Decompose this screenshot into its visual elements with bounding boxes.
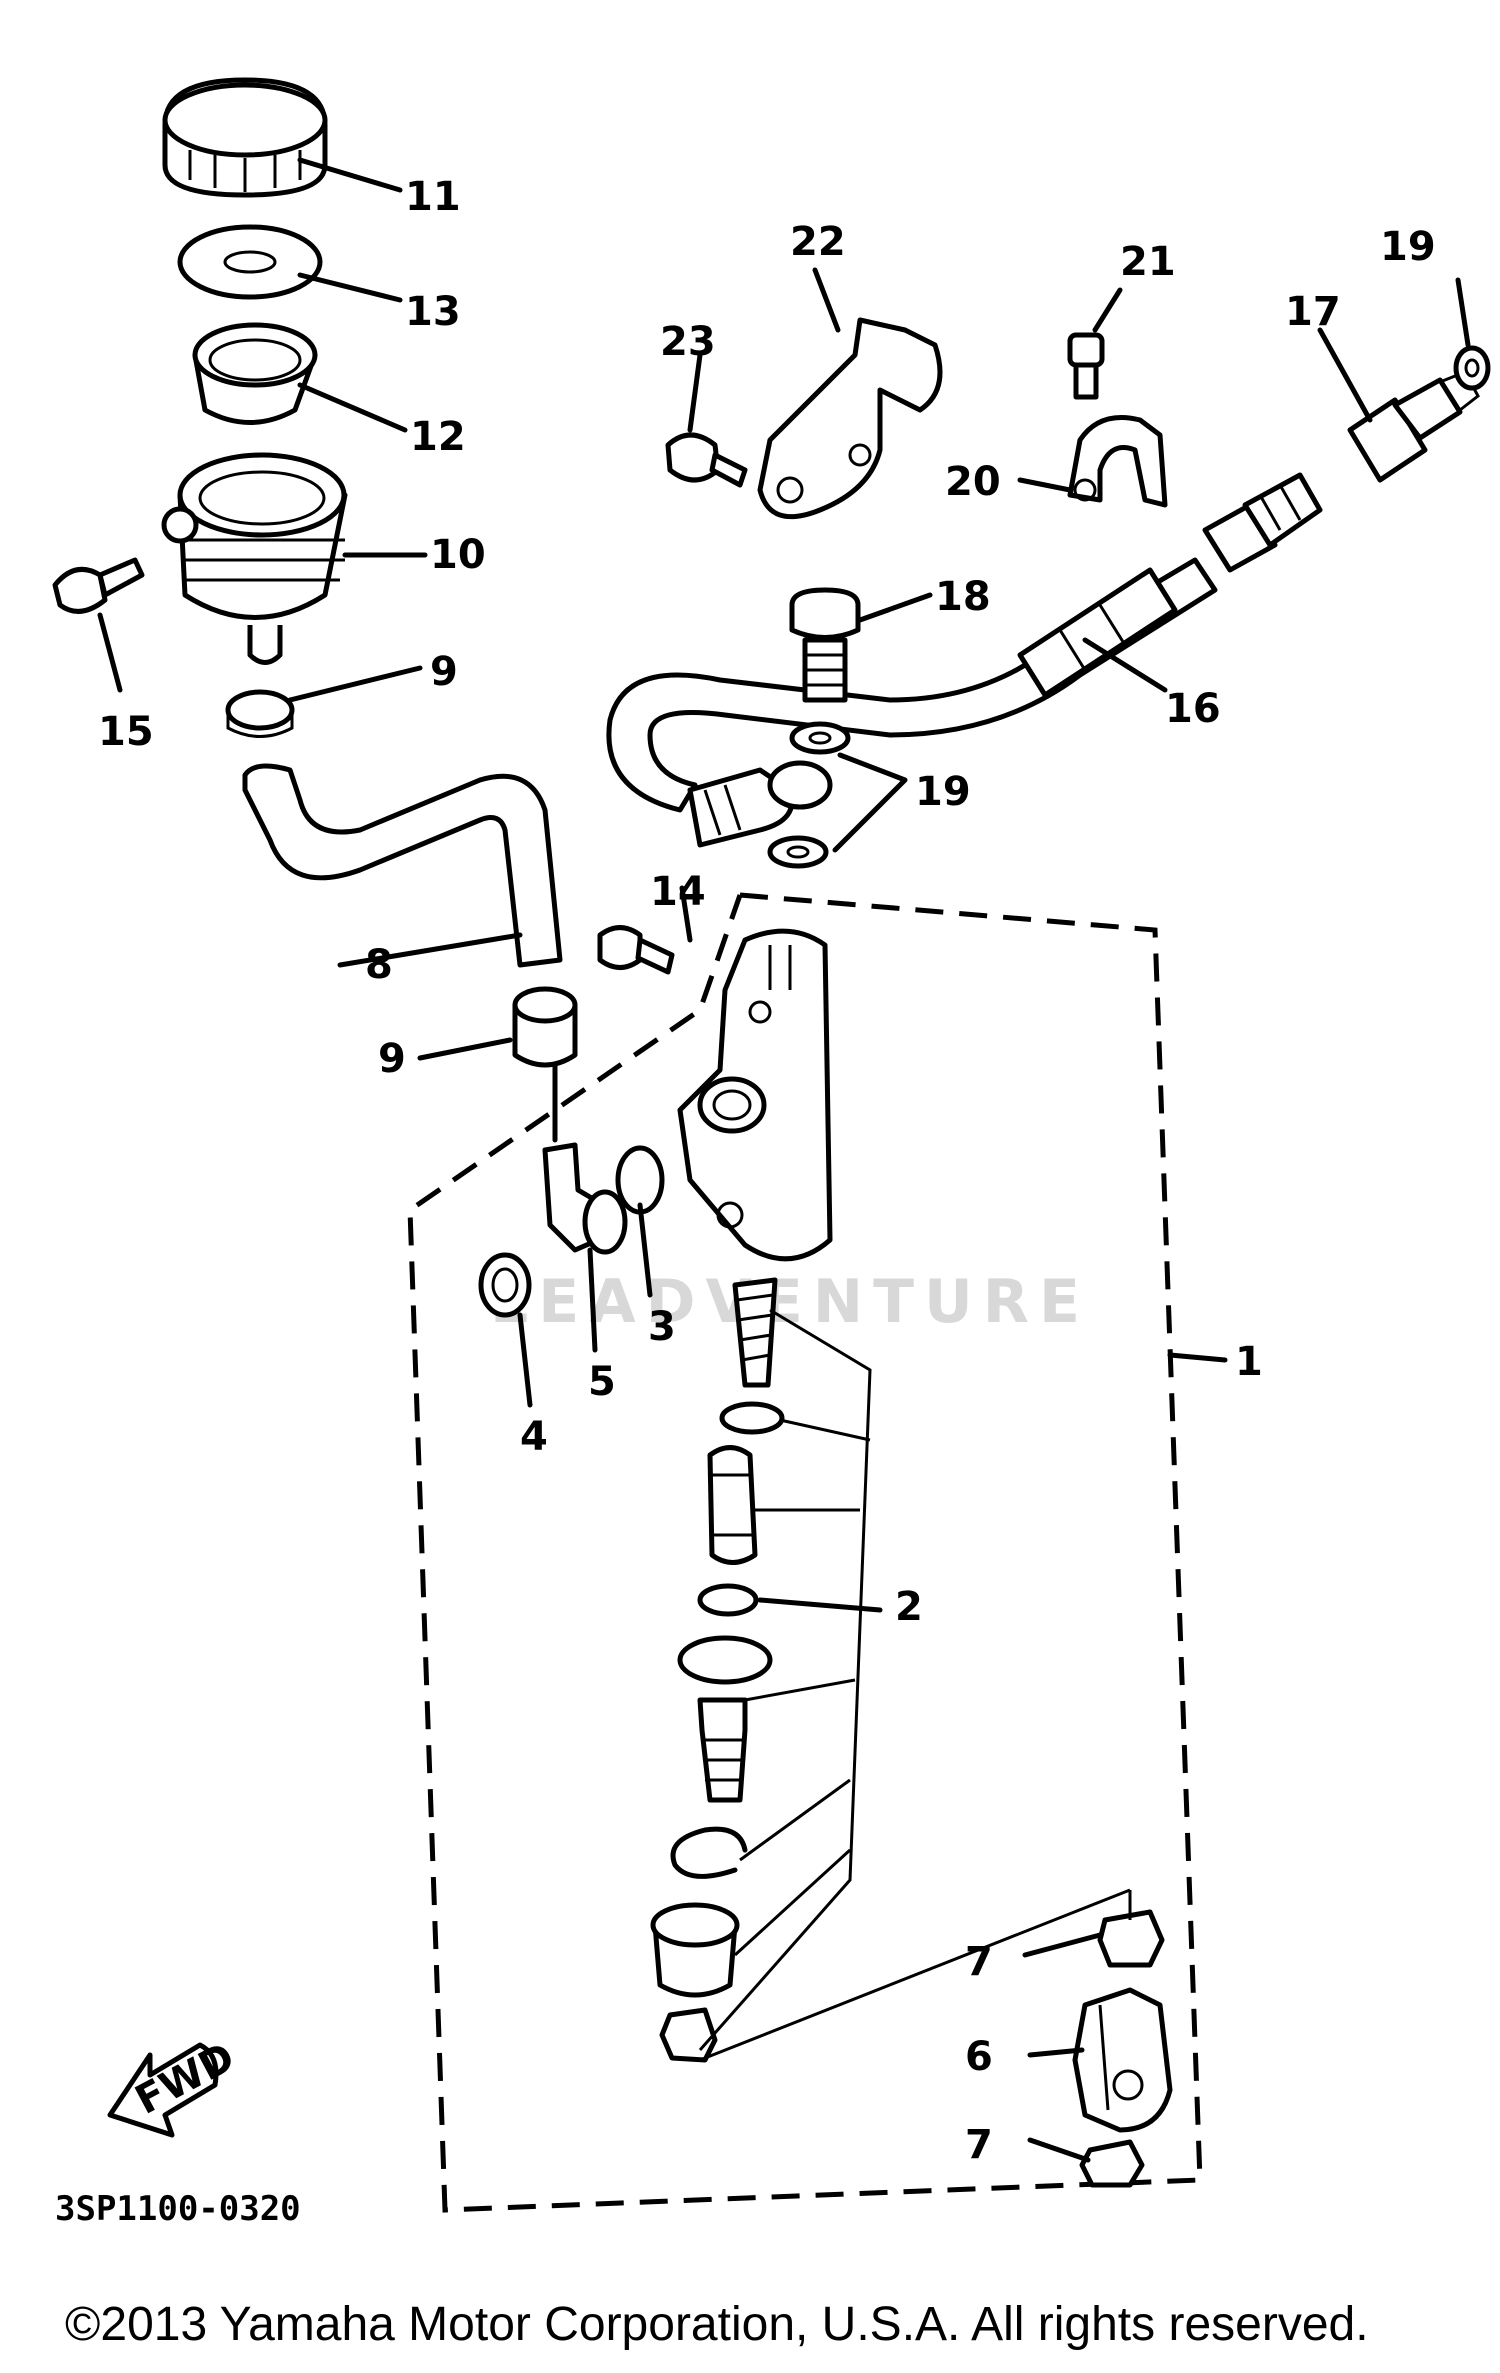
leader-lines xyxy=(97,157,1471,2163)
diaphragm-12 xyxy=(192,322,318,425)
callout-12: 12 xyxy=(410,414,466,460)
callout-19-mid: 19 xyxy=(915,769,971,815)
callout-7-upper: 7 xyxy=(965,1939,993,1985)
hose-joint-5 xyxy=(542,1142,628,1255)
callout-numbers: 11 13 12 10 15 9 8 9 14 23 22 21 20 17 1… xyxy=(98,174,1436,2168)
callout-21: 21 xyxy=(1120,239,1176,285)
copyright-notice: ©2013 Yamaha Motor Corporation, U.S.A. A… xyxy=(65,2298,1369,2351)
callout-18: 18 xyxy=(935,574,991,620)
callout-7-lower: 7 xyxy=(965,2122,993,2168)
hose-8 xyxy=(242,763,563,968)
cup-2 xyxy=(719,1401,785,1435)
nut-7-lower xyxy=(1079,2139,1145,2188)
banjo-bolt-18 xyxy=(789,587,861,703)
bolt-21 xyxy=(1067,332,1105,400)
fwd-label: FWD xyxy=(128,2034,242,2124)
callout-5: 5 xyxy=(588,1359,616,1405)
circlip-2 xyxy=(670,1826,748,1879)
hose-end-fitting xyxy=(1202,472,1323,573)
cup-2-lower xyxy=(697,1583,759,1617)
callout-23: 23 xyxy=(660,319,716,365)
assembly-outline xyxy=(407,892,1203,2213)
callout-20: 20 xyxy=(945,459,1001,505)
hose-sleeve-16 xyxy=(1017,567,1178,698)
spring-2 xyxy=(732,1277,778,1388)
callout-22: 22 xyxy=(790,219,846,265)
boot-2 xyxy=(650,1902,740,1998)
callout-13: 13 xyxy=(405,289,461,335)
reservoir-10 xyxy=(161,452,348,665)
hose-clip-9-upper xyxy=(225,689,295,738)
locknut-2 xyxy=(659,2007,718,2063)
callout-8: 8 xyxy=(365,942,393,988)
callout-10: 10 xyxy=(430,532,486,578)
callout-6: 6 xyxy=(965,2034,993,2080)
callout-1: 1 xyxy=(1235,1339,1263,1385)
o-ring-3 xyxy=(615,1145,665,1215)
washer-19-lower xyxy=(767,835,829,869)
bolt-15 xyxy=(52,557,145,614)
callout-11: 11 xyxy=(405,174,461,220)
callout-17: 17 xyxy=(1285,289,1341,335)
callout-15: 15 xyxy=(98,709,154,755)
callout-3: 3 xyxy=(648,1304,676,1350)
seal-4 xyxy=(478,1252,532,1318)
callout-9-lower: 9 xyxy=(378,1036,406,1082)
piston-2 xyxy=(707,1445,758,1565)
callout-14: 14 xyxy=(650,869,706,915)
callout-19-top: 19 xyxy=(1380,224,1436,270)
hose-clip-9-lower xyxy=(512,986,578,1068)
reservoir-cap-11 xyxy=(162,77,328,198)
callout-9-upper: 9 xyxy=(430,649,458,695)
hose-guide-20 xyxy=(1067,415,1168,508)
bolt-14 xyxy=(597,925,675,975)
master-cylinder-body xyxy=(677,928,833,1262)
washer-19-top xyxy=(1453,345,1491,391)
fwd-arrow-icon: FWD xyxy=(107,2034,242,2138)
callout-16: 16 xyxy=(1165,686,1221,732)
drawing-code: 3SP1100-0320 xyxy=(55,2189,301,2229)
callout-2: 2 xyxy=(895,1584,923,1630)
pushrod-2 xyxy=(677,1635,773,1803)
bolt-23 xyxy=(665,432,748,488)
watermark-text: LEADVENTURE xyxy=(490,1267,1090,1337)
callout-4: 4 xyxy=(520,1414,548,1460)
clevis-6 xyxy=(1072,1987,1173,2133)
banjo-fitting-17 xyxy=(1347,370,1480,483)
hose-banjo-end xyxy=(687,760,833,848)
washer-19-upper xyxy=(789,721,851,755)
diaphragm-plate-13 xyxy=(177,224,323,300)
nut-7-upper xyxy=(1097,1909,1165,1968)
bracket-22 xyxy=(757,317,943,520)
